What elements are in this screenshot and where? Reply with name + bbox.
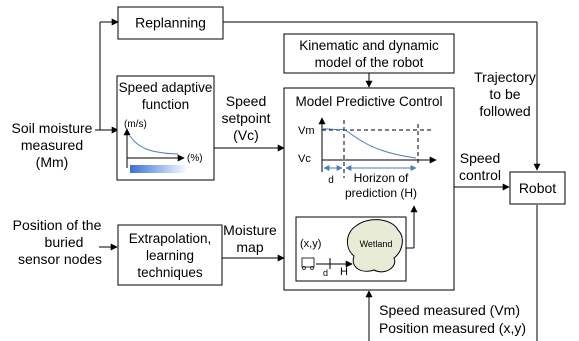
robot-icon: [301, 257, 315, 270]
robot-block: [509, 171, 566, 205]
kinematic-label-1: Kinematic and dynamic: [299, 38, 439, 53]
trajectory-label-2: to be: [489, 86, 520, 102]
mpc-speed-curve: [321, 128, 417, 159]
extrapolation-label-1: Extrapolation,: [129, 231, 212, 246]
soil-input-label-3: (Mm): [36, 154, 69, 170]
moisture-map-label-2: map: [236, 239, 263, 255]
robot-label: Robot: [519, 180, 556, 196]
mini-plot-curve: [129, 135, 179, 155]
mpc-vm-label: Vm: [298, 125, 315, 137]
mpc-label: Model Predictive Control: [295, 94, 442, 109]
speed-setpoint-label-3: (Vc): [233, 127, 259, 143]
extrapolation-label-3: techniques: [137, 265, 203, 280]
speed-setpoint-label-1: Speed: [226, 93, 266, 109]
horizon-label-2: prediction (H): [345, 186, 417, 200]
extrapolation-block: [117, 224, 223, 286]
kinematic-block: [283, 33, 455, 74]
mini-plot-x-unit: (%): [187, 153, 203, 164]
trajectory-label-3: followed: [479, 103, 530, 119]
position-input-label-1: Position of the: [13, 217, 102, 233]
speed-setpoint-label-2: setpoint: [221, 110, 270, 126]
moisture-gradient-bar: [130, 165, 188, 173]
speed-control-label-1: Speed: [460, 150, 500, 166]
inset-h-label: H: [340, 266, 348, 278]
trajectory-label-1: Trajectory: [474, 69, 536, 85]
replanning-block: [117, 6, 224, 40]
replanning-label: Replanning: [135, 15, 206, 31]
mpc-d-label: d: [328, 175, 334, 186]
position-input-label-3: sensor nodes: [18, 251, 102, 267]
horizon-label-1: Horizon of: [354, 171, 409, 185]
soil-input-label-2: measured: [21, 137, 83, 153]
mini-plot-y-unit: (m/s): [124, 119, 147, 130]
speed-control-label-2: control: [459, 167, 501, 183]
speed-adaptive-block: [116, 75, 215, 181]
wetland-label: Wetland: [360, 239, 393, 249]
inset-xy-label: (x,y): [300, 238, 321, 250]
feedback-label-2: Position measured (x,y): [379, 320, 526, 336]
soil-input-label-1: Soil moisture: [12, 120, 93, 136]
moisture-map-label-1: Moisture: [223, 222, 277, 238]
speed-adaptive-label-2: function: [142, 97, 189, 112]
kinematic-label-2: model of the robot: [315, 55, 424, 70]
extrapolation-label-2: learning: [146, 248, 194, 263]
wetland-shape: [347, 219, 403, 273]
feedback-label-1: Speed measured (Vm): [379, 302, 520, 318]
inset-d-label: d: [323, 268, 328, 278]
position-input-label-2: buried: [45, 234, 84, 250]
mpc-vc-label: Vc: [298, 153, 311, 165]
speed-adaptive-label-1: Speed adaptive: [119, 80, 213, 95]
